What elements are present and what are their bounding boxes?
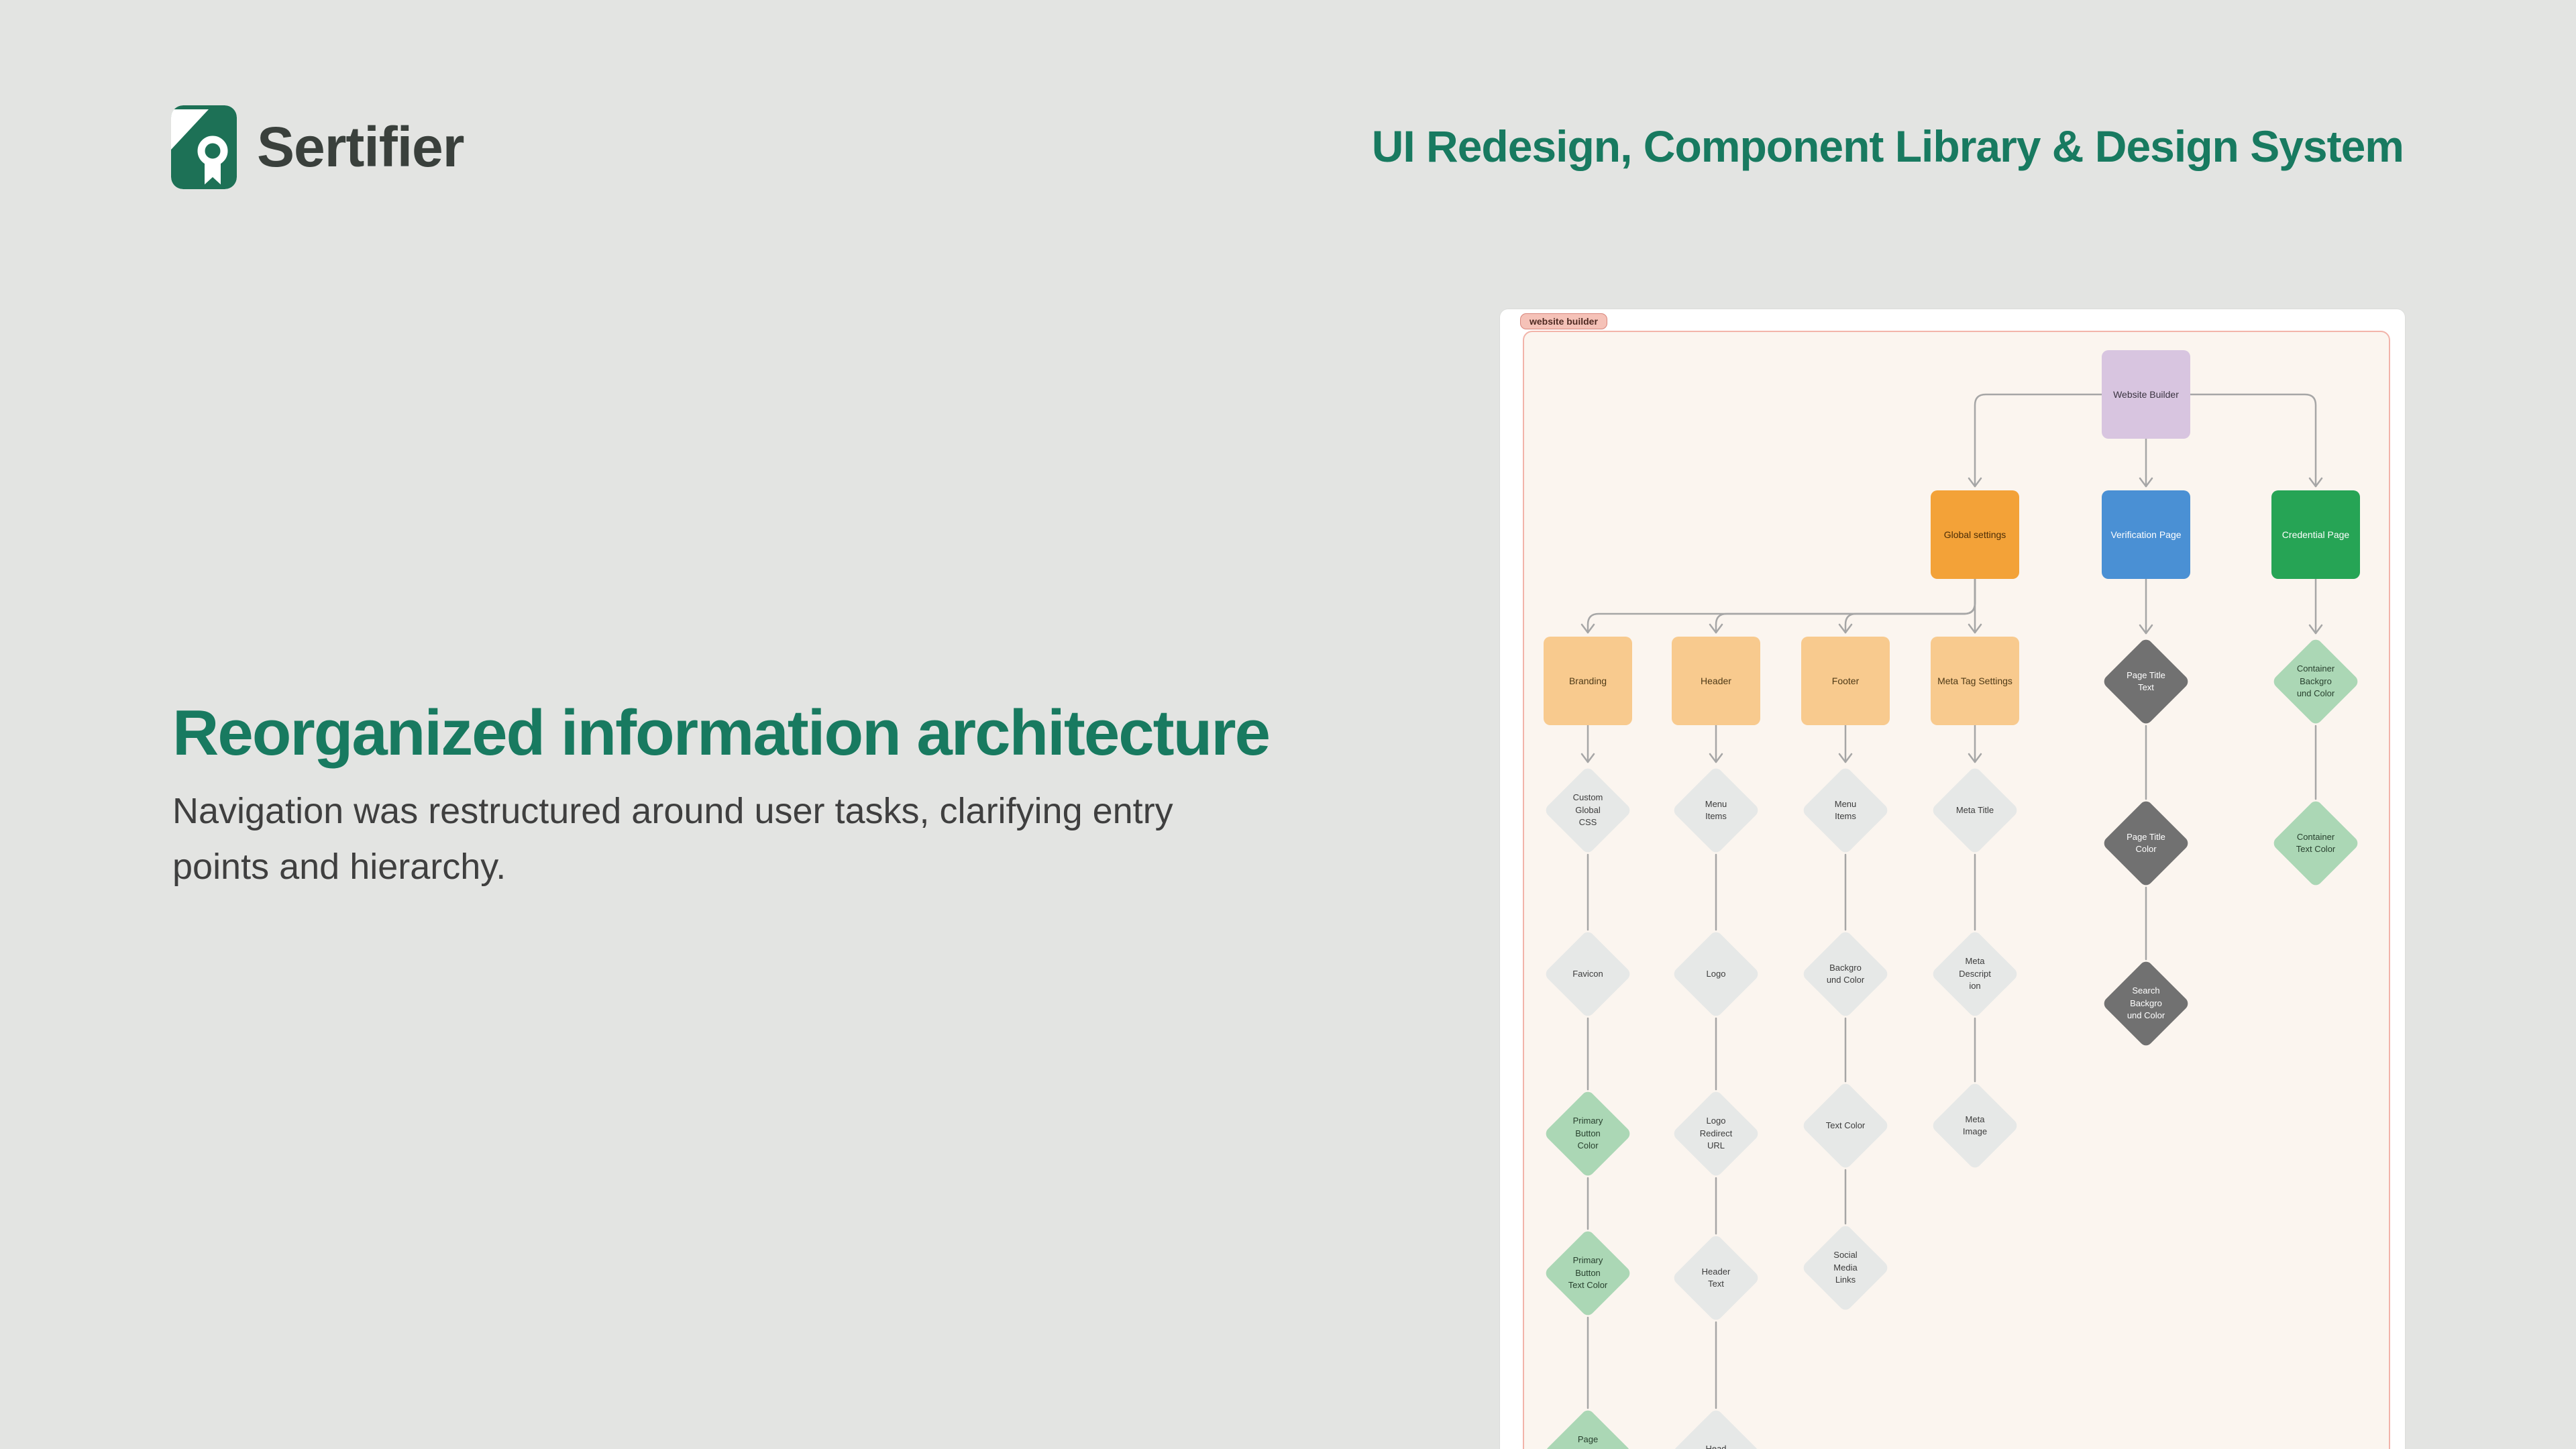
section-description: Navigation was restructured around user …	[172, 791, 1173, 887]
website-builder-tag: website builder	[1520, 313, 1607, 329]
edge-global-settings-to-footer	[1844, 578, 1976, 634]
logo: Sertifier	[171, 105, 464, 189]
logo-text: Sertifier	[257, 115, 464, 178]
arrowhead-custom-global-css	[1580, 753, 1595, 763]
arrowhead-menu-items-header	[1709, 753, 1723, 763]
arrowhead-meta-tag-settings	[1968, 623, 1982, 634]
edge-website-builder-to-global-settings	[1974, 393, 2103, 488]
arrowhead-verification-page	[2139, 477, 2153, 488]
edge-website-builder-to-credential-page	[2189, 393, 2317, 488]
arrowhead-footer	[1838, 623, 1853, 634]
sertifier-logo-icon	[171, 105, 237, 189]
arrowhead-header	[1709, 623, 1723, 634]
connector-lines	[1580, 393, 2323, 1409]
section-heading: Reorganized information architecture	[172, 697, 1271, 769]
arrowhead-branding	[1580, 623, 1595, 634]
arrowhead-page-title-text	[2139, 624, 2153, 635]
arrowhead-global-settings	[1968, 477, 1982, 488]
arrowhead-credential-page	[2308, 477, 2323, 488]
arrowhead-container-background-color	[2308, 624, 2323, 635]
arrowhead-meta-title	[1968, 753, 1982, 763]
deck-title: UI Redesign, Component Library & Design …	[1371, 121, 2404, 171]
arrowhead-menu-items-footer	[1838, 753, 1853, 763]
edge-global-settings-to-branding	[1587, 578, 1976, 634]
